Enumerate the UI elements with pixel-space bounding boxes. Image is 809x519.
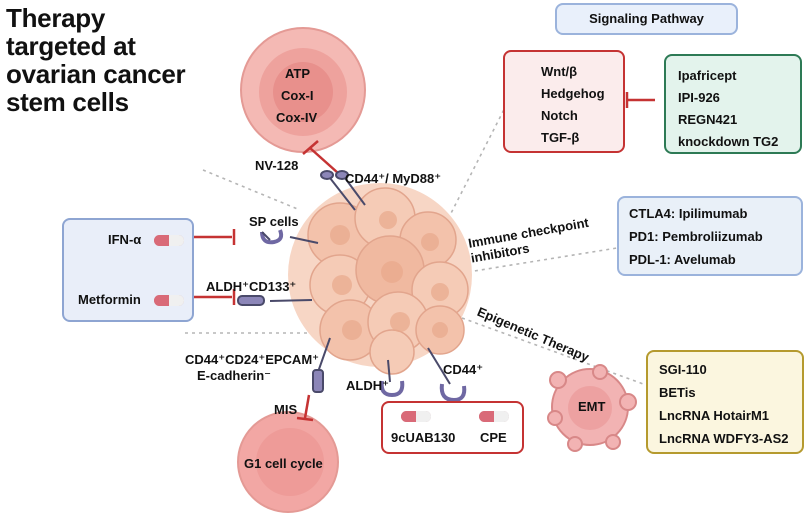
pill-icon [154,235,184,246]
mito-cell [240,27,366,153]
epigenetic-box: SGI-110 BETis LncRNA HotairM1 LncRNA WDF… [646,350,804,454]
pill-icon [401,411,431,422]
epigenetic-item: SGI-110 [659,362,707,377]
signaling-pathway-header: Signaling Pathway [555,3,738,35]
inhibitor-item: knockdown TG2 [678,134,779,149]
immune-checkpoint-box: CTLA4: Ipilimumab PD1: Pembroliizumab PD… [617,196,803,276]
bottom-drug-box: 9cUAB130 CPE [381,401,524,454]
g1-cell-cycle-label: G1 cell cycle [244,456,323,471]
mis-label: MIS [274,402,298,417]
g1-cell [237,411,339,513]
emt-label: EMT [578,399,606,414]
metformin-label: Metformin [78,292,141,307]
inhibitor-item: REGN421 [678,112,738,127]
sp-cells-label: SP cells [249,214,299,229]
checkpoint-item: PDL-1: Avelumab [629,252,736,267]
emt-cell [547,364,637,452]
checkpoint-item: PD1: Pembroliizumab [629,229,763,244]
mito-label-cox4: Cox-IV [276,110,318,125]
epigenetic-item: LncRNA WDFY3-AS2 [659,431,789,446]
cd44-myd88-label: CD44⁺/ MyD88⁺ [345,171,442,186]
inhibitor-item: IPI-926 [678,90,720,105]
left-drug-box: IFN-α Metformin [62,218,194,322]
epigenetic-item: BETis [659,385,696,400]
mito-label-cox1: Cox-I [281,88,314,103]
inhibitor-item: Ipafricept [678,68,737,83]
pathway-item: Notch [541,107,578,123]
signaling-pathway-label: Signaling Pathway [589,11,704,26]
pathway-item: Hedgehog [541,85,605,101]
pathway-box: Wnt/β Hedgehog Notch TGF-β [503,50,625,153]
pill-icon [154,295,184,306]
tumor-cluster [288,183,472,375]
9cuab130-label: 9cUAB130 [391,430,456,445]
pill-icon [479,411,509,422]
pathway-inhibitor-box: Ipafricept IPI-926 REGN421 knockdown TG2 [664,54,802,154]
aldh-label: ALDH⁺ [346,378,389,393]
cpe-label: CPE [480,430,507,445]
nv128-label: NV-128 [255,158,299,173]
page-title: Therapy targeted at ovarian cancer stem … [6,3,186,117]
e-cadherin-label: E-cadherin⁻ [197,368,272,383]
checkpoint-item: CTLA4: Ipilimumab [629,206,748,221]
mito-label-atp: ATP [285,66,311,81]
epigenetic-item: LncRNA HotairM1 [659,408,770,423]
receptors [237,170,467,403]
ifn-alpha-label: IFN-α [108,232,142,247]
cd44-label: CD44⁺ [443,362,484,377]
pathway-item: TGF-β [541,129,580,145]
pathway-item: Wnt/β [541,63,578,79]
surface-markers-label: CD44⁺CD24⁺EPCAM⁺ [185,352,320,367]
aldh-cd133-label: ALDH⁺CD133⁺ [206,279,297,294]
